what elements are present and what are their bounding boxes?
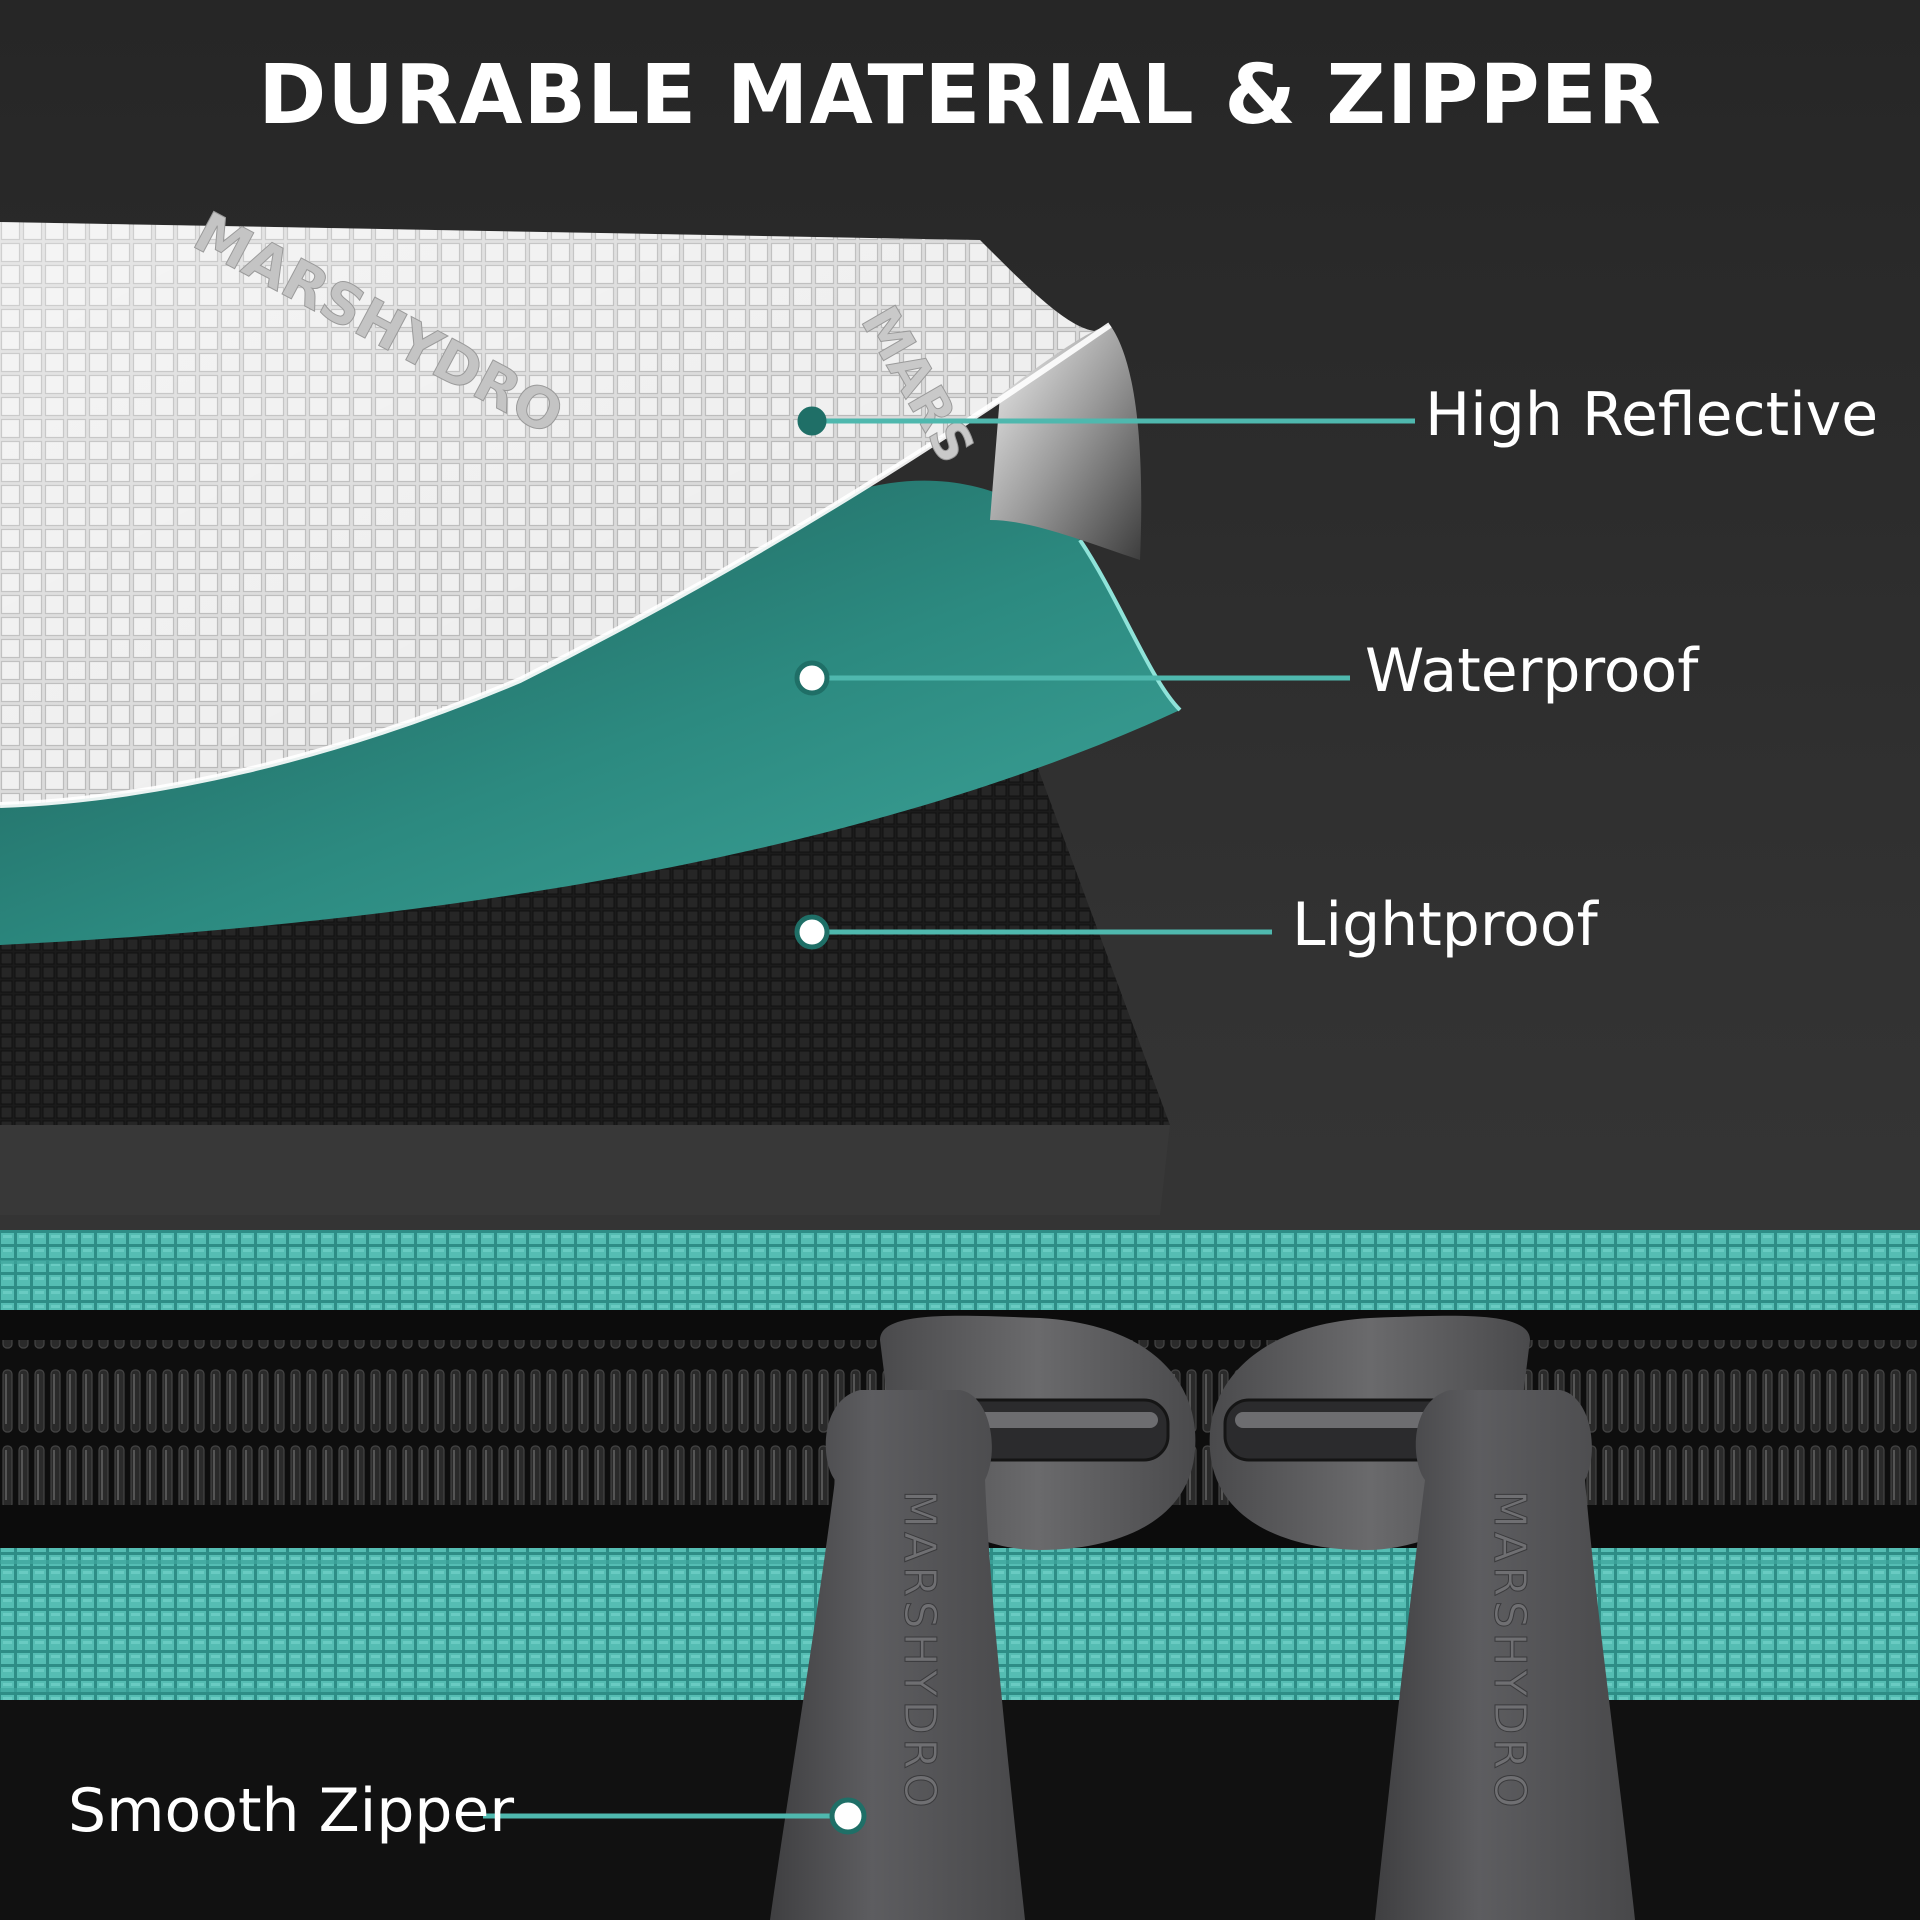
callout-label-waterproof: Waterproof bbox=[1365, 636, 1699, 706]
callout-smooth-zipper-marker bbox=[483, 1797, 867, 1835]
zipper-pull-right bbox=[1375, 1390, 1635, 1920]
brand-mark-engraved: MARSHYDRO bbox=[1484, 1490, 1535, 1812]
callout-high-reflective-marker bbox=[797, 406, 1415, 436]
reflective-layer: MARSHYDRO MARS bbox=[0, 199, 1142, 808]
callout-lightproof-marker bbox=[794, 914, 1272, 950]
waterproof-layer bbox=[0, 480, 1182, 945]
zipper-slider-right: MARSHYDRO bbox=[1209, 1315, 1635, 1920]
page-title: DURABLE MATERIAL & ZIPPER bbox=[258, 48, 1662, 143]
zipper-pull-left bbox=[770, 1390, 1025, 1920]
zipper-tape-top bbox=[0, 1230, 1920, 1310]
callout-label-smooth-zipper: Smooth Zipper bbox=[68, 1776, 515, 1846]
zipper-slider-left: MARSHYDRO bbox=[770, 1315, 1196, 1920]
callout-label-lightproof: Lightproof bbox=[1292, 890, 1598, 960]
callout-label-high-reflective: High Reflective bbox=[1425, 380, 1879, 450]
brand-mark-engraved: MARSHYDRO bbox=[894, 1490, 945, 1812]
callout-waterproof-marker bbox=[794, 660, 1350, 696]
zipper: MARSHYDRO MARSHYDRO bbox=[0, 1230, 1920, 1920]
